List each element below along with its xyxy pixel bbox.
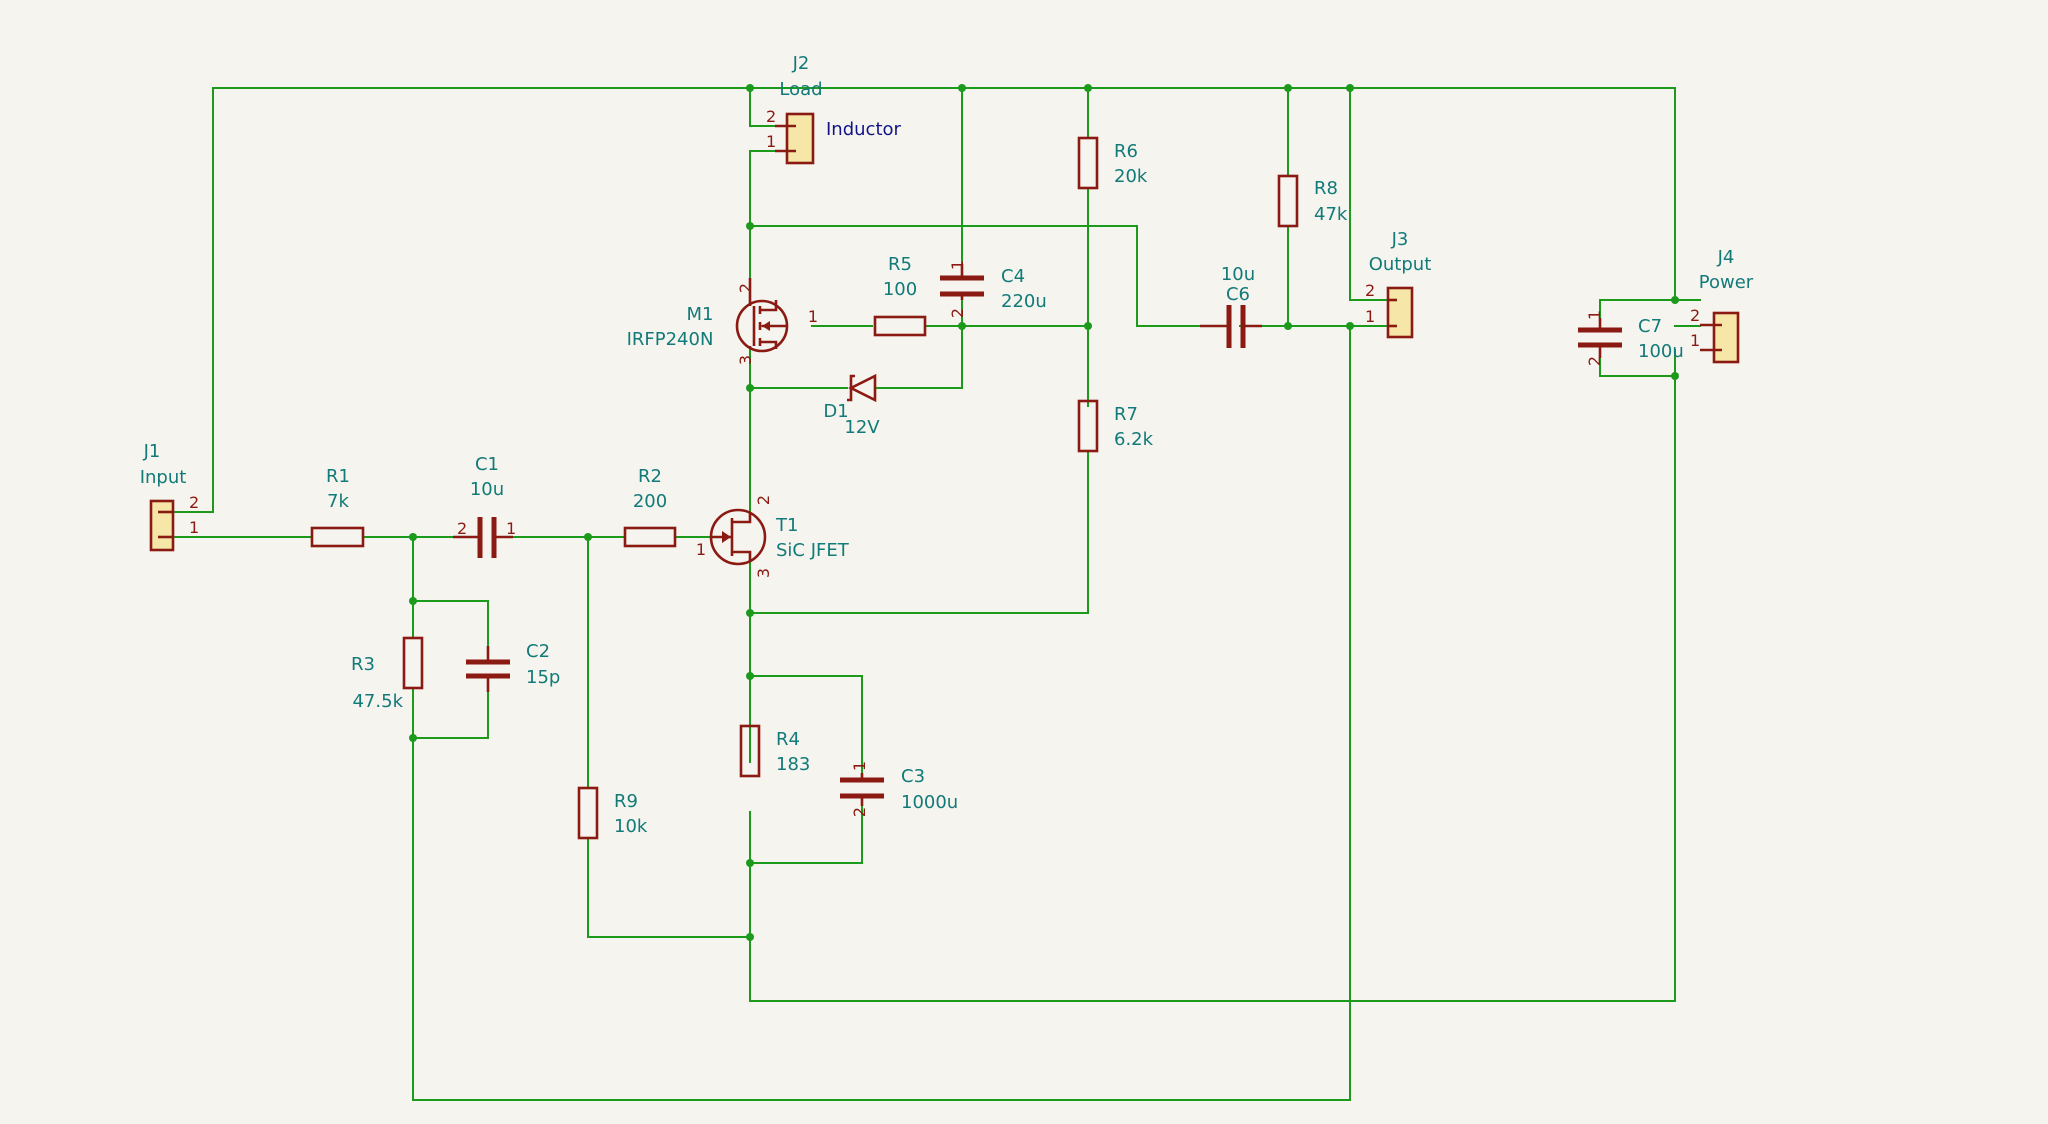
c1-value: 10u bbox=[470, 479, 504, 500]
diode-d1[interactable]: D1 12V bbox=[823, 373, 880, 438]
d1-value: 12V bbox=[844, 417, 880, 438]
j2-ref: J2 bbox=[792, 53, 810, 74]
resistor-r5[interactable]: R5 100 bbox=[873, 254, 927, 337]
c4-ref: C4 bbox=[1001, 266, 1025, 287]
j1-value: Input bbox=[140, 467, 187, 488]
j1-pin1: 1 bbox=[189, 518, 199, 537]
t1-pin1: 1 bbox=[696, 540, 706, 559]
m1-pin1: 1 bbox=[808, 307, 818, 326]
j3-value: Output bbox=[1369, 254, 1432, 275]
t1-value: SiC JFET bbox=[776, 540, 850, 561]
resistor-r2[interactable]: R2 200 bbox=[623, 466, 677, 548]
j2-value: Load bbox=[779, 79, 822, 100]
r5-value: 100 bbox=[883, 279, 917, 300]
r4-ref: R4 bbox=[776, 729, 800, 750]
m1-value: IRFP240N bbox=[627, 329, 714, 350]
c3-pin1: 1 bbox=[850, 761, 869, 771]
net-label-inductor: Inductor bbox=[826, 119, 902, 140]
r4-value: 183 bbox=[776, 754, 810, 775]
r3-ref: R3 bbox=[351, 654, 375, 675]
capacitor-c2[interactable]: C2 15p bbox=[466, 641, 560, 692]
j2-pin2: 2 bbox=[766, 107, 776, 126]
j3-pin1: 1 bbox=[1365, 307, 1375, 326]
j4-pin1: 1 bbox=[1690, 331, 1700, 350]
j1-pin2: 2 bbox=[189, 493, 199, 512]
wires bbox=[162, 87, 1701, 1101]
c4-value: 220u bbox=[1001, 291, 1047, 312]
c3-ref: C3 bbox=[901, 766, 925, 787]
connector-j2[interactable]: J2 Load 2 1 Inductor bbox=[766, 53, 902, 165]
r7-value: 6.2k bbox=[1114, 429, 1154, 450]
resistor-r6[interactable]: R6 20k bbox=[1077, 136, 1148, 190]
d1-ref: D1 bbox=[823, 401, 848, 422]
capacitor-c4[interactable]: C4 220u 1 2 bbox=[940, 260, 1047, 318]
r6-ref: R6 bbox=[1114, 141, 1138, 162]
m1-pin3: 3 bbox=[736, 355, 755, 365]
r8-value: 47k bbox=[1314, 204, 1348, 225]
c7-pin2: 2 bbox=[1585, 356, 1604, 366]
junctions bbox=[409, 84, 1679, 941]
c4-pin2: 2 bbox=[948, 308, 967, 318]
r5-ref: R5 bbox=[888, 254, 912, 275]
resistor-r3[interactable]: R3 47.5k bbox=[351, 636, 424, 712]
connector-j4[interactable]: J4 Power 2 1 bbox=[1690, 247, 1754, 364]
c1-pin1: 1 bbox=[506, 519, 516, 538]
r9-value: 10k bbox=[614, 816, 648, 837]
j4-ref: J4 bbox=[1717, 247, 1735, 268]
c7-ref: C7 bbox=[1638, 316, 1662, 337]
r8-ref: R8 bbox=[1314, 178, 1338, 199]
r1-ref: R1 bbox=[326, 466, 350, 487]
connector-j3[interactable]: J3 Output 2 1 bbox=[1365, 229, 1432, 339]
j4-pin2: 2 bbox=[1690, 306, 1700, 325]
resistor-r1[interactable]: R1 7k bbox=[310, 466, 365, 548]
resistor-r8[interactable]: R8 47k bbox=[1277, 174, 1348, 228]
r2-ref: R2 bbox=[638, 466, 662, 487]
c3-pin2: 2 bbox=[850, 807, 869, 817]
jfet-t1[interactable]: T1 SiC JFET 2 1 3 bbox=[696, 495, 850, 578]
j4-value: Power bbox=[1699, 272, 1754, 293]
r9-ref: R9 bbox=[614, 791, 638, 812]
j1-ref: J1 bbox=[143, 441, 161, 462]
r6-value: 20k bbox=[1114, 166, 1148, 187]
r7-ref: R7 bbox=[1114, 404, 1138, 425]
c7-value: 100u bbox=[1638, 341, 1684, 362]
t1-pin3: 3 bbox=[754, 568, 773, 578]
r1-value: 7k bbox=[327, 491, 349, 512]
capacitor-c7[interactable]: C7 100u 1 2 bbox=[1578, 310, 1684, 366]
connector-j1[interactable]: J1 Input 2 1 bbox=[140, 441, 199, 552]
mosfet-m1[interactable]: M1 IRFP240N 2 1 3 bbox=[627, 278, 819, 365]
j3-ref: J3 bbox=[1391, 229, 1409, 250]
j3-pin2: 2 bbox=[1365, 281, 1375, 300]
m1-pin2: 2 bbox=[736, 283, 755, 293]
capacitor-c6[interactable]: 10u C6 bbox=[1200, 264, 1262, 348]
t1-pin2: 2 bbox=[754, 495, 773, 505]
resistor-r4[interactable]: R4 183 bbox=[739, 724, 810, 778]
c1-ref: C1 bbox=[475, 454, 499, 475]
capacitor-c3[interactable]: C3 1000u 1 2 bbox=[840, 761, 958, 817]
c1-pin2: 2 bbox=[457, 519, 467, 538]
resistor-r9[interactable]: R9 10k bbox=[577, 786, 648, 840]
r2-value: 200 bbox=[633, 491, 667, 512]
c4-pin1: 1 bbox=[948, 260, 967, 270]
r3-value: 47.5k bbox=[352, 691, 403, 712]
c7-pin1: 1 bbox=[1585, 310, 1604, 320]
resistor-r7[interactable]: R7 6.2k bbox=[1077, 399, 1154, 453]
c2-value: 15p bbox=[526, 667, 560, 688]
c3-value: 1000u bbox=[901, 792, 958, 813]
t1-ref: T1 bbox=[775, 515, 798, 536]
capacitor-c1[interactable]: C1 10u 2 1 bbox=[453, 454, 516, 558]
m1-ref: M1 bbox=[687, 304, 714, 325]
c6-ref: C6 bbox=[1226, 284, 1250, 305]
c6-value: 10u bbox=[1221, 264, 1255, 285]
j2-pin1: 1 bbox=[766, 132, 776, 151]
c2-ref: C2 bbox=[526, 641, 550, 662]
